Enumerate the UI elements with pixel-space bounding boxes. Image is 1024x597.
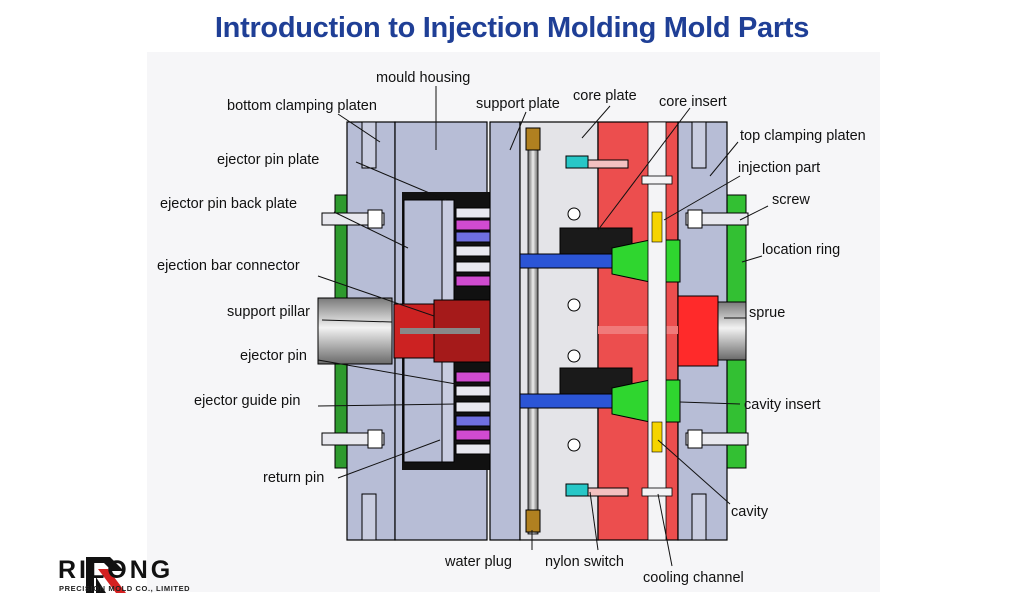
screw-head bbox=[687, 429, 703, 449]
label-core-insert: core insert bbox=[659, 94, 727, 110]
runner bbox=[598, 326, 678, 334]
label-ejector-pin: ejector pin bbox=[240, 348, 307, 364]
ejector-sleeve-shape bbox=[519, 393, 621, 409]
core-plate-hole bbox=[567, 207, 581, 221]
label-cavity-insert: cavity insert bbox=[744, 397, 821, 413]
core-plate-hole bbox=[567, 349, 581, 363]
label-water-plug: water plug bbox=[444, 554, 512, 570]
label-location-ring: location ring bbox=[762, 242, 840, 258]
bolt bbox=[691, 493, 707, 541]
water-plug-shape bbox=[525, 127, 541, 151]
label-core-plate: core plate bbox=[573, 88, 637, 104]
label-support-plate: support plate bbox=[476, 96, 560, 112]
water-plug-shape bbox=[525, 509, 541, 533]
injection-part-shape bbox=[651, 421, 663, 453]
label-ejector-pin-plate: ejector pin plate bbox=[217, 152, 319, 168]
screw-head bbox=[367, 209, 383, 229]
label-nylon-switch: nylon switch bbox=[545, 554, 624, 570]
bolt bbox=[691, 121, 707, 169]
core-plate-hole bbox=[567, 438, 581, 452]
label-cooling-channel: cooling channel bbox=[643, 570, 744, 586]
label-top-clamping-platen: top clamping platen bbox=[740, 128, 866, 144]
cooling-cross bbox=[641, 487, 673, 497]
leader-lines bbox=[317, 86, 769, 567]
label-support-pillar: support pillar bbox=[227, 304, 310, 320]
cooling-cross bbox=[641, 175, 673, 185]
nylon-switch-shape bbox=[565, 155, 589, 169]
brand-subtitle: PRECISION MOLD CO., LIMITED bbox=[59, 584, 191, 593]
cavity-insert-shape bbox=[611, 239, 681, 283]
support-plate-shape bbox=[489, 121, 521, 541]
label-mould-housing: mould housing bbox=[376, 70, 470, 86]
label-cavity: cavity bbox=[731, 504, 769, 520]
label-ejector-pin-back-plate: ejector pin back plate bbox=[160, 196, 297, 212]
screw-head bbox=[367, 429, 383, 449]
brand-name: RILONG bbox=[58, 556, 174, 584]
label-return-pin: return pin bbox=[263, 470, 324, 486]
nylon-switch-shape bbox=[565, 483, 589, 497]
pin bbox=[587, 159, 629, 169]
label-screw: screw bbox=[772, 192, 810, 208]
bolt bbox=[361, 493, 377, 541]
screw-head bbox=[687, 209, 703, 229]
vertical-rod bbox=[527, 127, 539, 535]
label-injection-part: injection part bbox=[738, 160, 820, 176]
cavity-insert-shape bbox=[611, 379, 681, 423]
core-plate-hole bbox=[567, 298, 581, 312]
rod bbox=[400, 328, 480, 334]
label-ejection-bar-connector: ejection bar connector bbox=[157, 258, 300, 274]
bolt bbox=[361, 121, 377, 169]
ejector-pins bbox=[455, 207, 491, 455]
label-sprue: sprue bbox=[749, 305, 785, 321]
cooling-channel-shape bbox=[647, 121, 667, 541]
injection-part-shape bbox=[651, 211, 663, 243]
ejector-sleeve-shape bbox=[519, 253, 621, 269]
label-ejector-guide-pin: ejector guide pin bbox=[194, 393, 300, 409]
rilong-logo-icon bbox=[86, 557, 126, 593]
pin bbox=[587, 487, 629, 497]
support-pillar-shape bbox=[317, 297, 393, 365]
label-bottom-clamping-platen: bottom clamping platen bbox=[227, 98, 377, 114]
sprue-bushing bbox=[717, 301, 747, 361]
sprue-shape bbox=[677, 295, 719, 367]
page-title: Introduction to Injection Molding Mold P… bbox=[214, 12, 810, 44]
